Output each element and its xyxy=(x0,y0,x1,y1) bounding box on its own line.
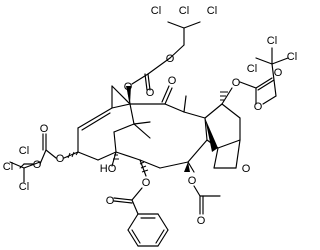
bond-skeleton xyxy=(9,21,289,247)
atom-label-o: O xyxy=(188,175,197,187)
hash-bond-right-carbonate xyxy=(220,91,228,101)
atom-label-cl: Cl xyxy=(3,161,13,173)
atom-label-o: O xyxy=(40,123,49,135)
atom-label-o: O xyxy=(146,87,155,99)
atom-label-o: O xyxy=(242,163,251,175)
atom-label-o: O xyxy=(142,177,151,189)
atom-label-cl: Cl xyxy=(19,145,29,157)
stereo-bonds xyxy=(67,86,228,173)
atom-label-o: O xyxy=(232,77,241,89)
atom-label-cl: Cl xyxy=(267,35,277,47)
atom-labels: Cl Cl Cl O O O O Cl Cl Cl O O O O O O Cl… xyxy=(3,5,297,227)
atom-label-o: O xyxy=(56,153,65,165)
atom-label-o: O xyxy=(197,215,206,227)
hash-bond-benzoate xyxy=(139,161,149,173)
atom-label-cl: Cl xyxy=(151,5,161,17)
hash-bond-left-carbonate xyxy=(67,151,79,159)
atom-label-ho: HO xyxy=(100,163,117,175)
atom-label-cl: Cl xyxy=(19,181,29,193)
hash-bond-ho xyxy=(113,154,119,160)
atom-label-o: O xyxy=(124,81,133,93)
atom-label-o: O xyxy=(106,195,115,207)
atom-label-cl: Cl xyxy=(247,63,257,75)
atom-label-o: O xyxy=(274,67,283,79)
atom-label-cl: Cl xyxy=(207,5,217,17)
atom-label-o: O xyxy=(33,159,42,171)
atom-label-cl: Cl xyxy=(287,51,297,63)
atom-label-o: O xyxy=(168,75,177,87)
atom-label-o: O xyxy=(166,53,175,65)
atom-label-o: O xyxy=(254,101,263,113)
atom-label-cl: Cl xyxy=(179,5,189,17)
chemical-structure-diagram: Cl Cl Cl O O O O Cl Cl Cl O O O O O O Cl… xyxy=(3,5,297,247)
